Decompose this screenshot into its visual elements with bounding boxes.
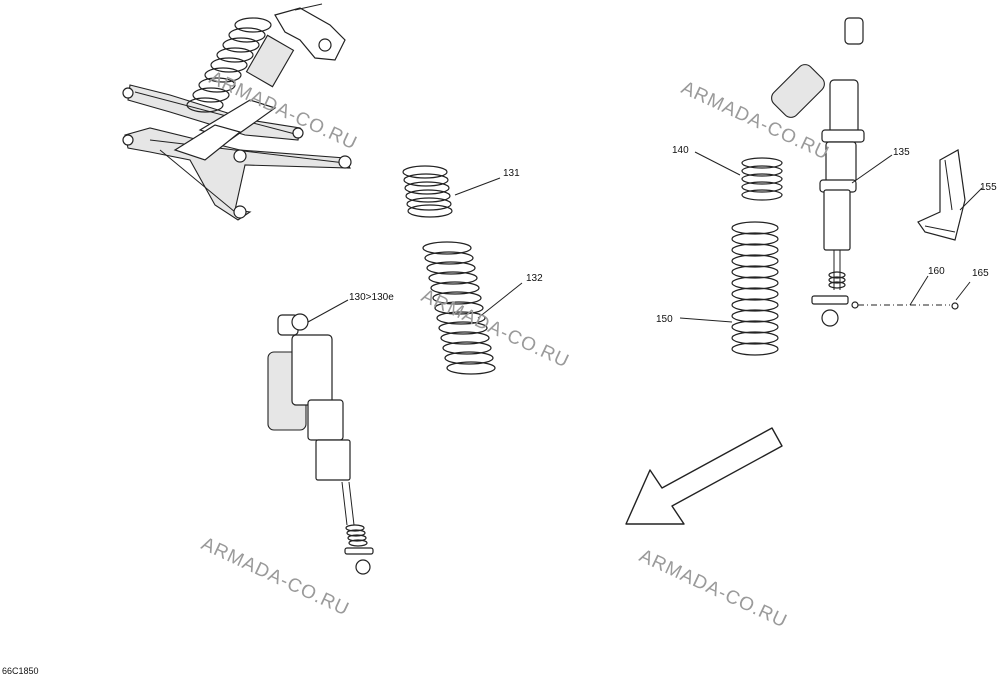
leader-155 xyxy=(959,187,983,211)
callout-132: 132 xyxy=(526,273,543,284)
bolt-160-head xyxy=(851,301,859,309)
callout-155: 155 xyxy=(980,182,997,193)
spring-131-illustration xyxy=(402,165,453,218)
callout-160: 160 xyxy=(928,266,945,277)
callout-135: 135 xyxy=(893,147,910,158)
callout-150: 150 xyxy=(656,314,673,325)
suspension-assembly-illustration xyxy=(122,3,352,221)
leader-140 xyxy=(694,151,741,176)
leader-150 xyxy=(679,317,733,323)
callout-140: 140 xyxy=(672,145,689,156)
leader-130 xyxy=(307,299,349,323)
callout-165: 165 xyxy=(972,268,989,279)
guard-155-illustration xyxy=(917,149,966,241)
watermark: ARMADA-CO.RU xyxy=(636,545,791,632)
spring-140-illustration xyxy=(741,157,783,201)
shock-130-illustration xyxy=(267,313,374,575)
spring-132-illustration xyxy=(422,241,496,375)
spring-150-illustration xyxy=(731,221,779,356)
callout-131: 131 xyxy=(503,168,520,179)
leader-132 xyxy=(477,282,523,319)
watermark: ARMADA-CO.RU xyxy=(418,285,573,372)
leader-135 xyxy=(851,154,893,184)
front-direction-arrow xyxy=(625,427,783,525)
callout-130: 130>130e xyxy=(349,292,394,303)
nut-165-illustration xyxy=(951,302,959,310)
leader-160 xyxy=(909,275,929,306)
leader-131 xyxy=(454,177,501,196)
diagram-code: 66C1850 xyxy=(2,666,39,676)
leader-165 xyxy=(955,281,971,301)
shock-135-illustration xyxy=(771,13,865,327)
watermark: ARMADA-CO.RU xyxy=(198,533,353,620)
